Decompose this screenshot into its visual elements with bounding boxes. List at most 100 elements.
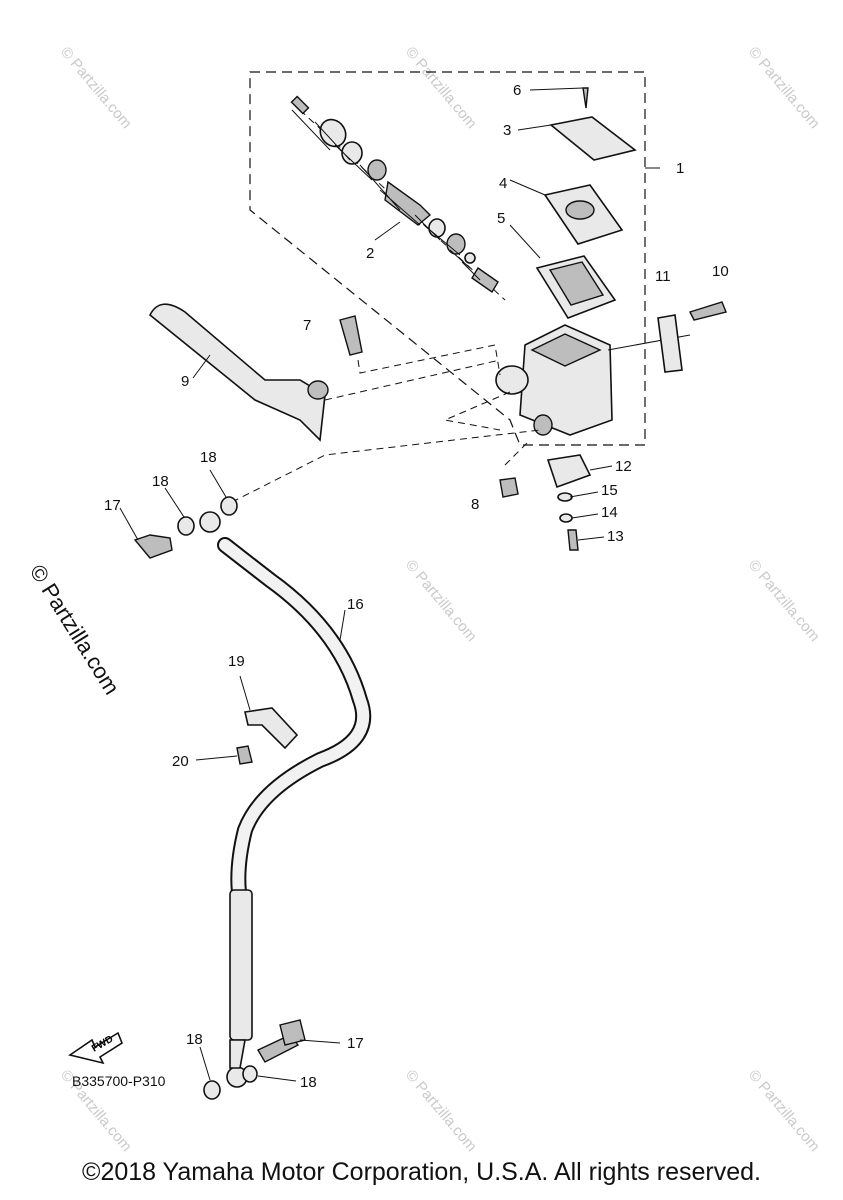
diaphragm-bellows <box>548 261 605 306</box>
pivot-bolt <box>339 315 531 498</box>
lower-banjo <box>199 1019 341 1100</box>
callout-15: 15 <box>601 482 618 499</box>
pivot-boss <box>533 414 553 436</box>
piston-kit <box>290 95 506 301</box>
crush-washer <box>242 1065 258 1083</box>
upper-banjo-eye <box>199 511 221 533</box>
callout-labels: 6 3 1 4 5 2 10 11 7 9 18 12 18 15 8 17 1… <box>104 82 729 1091</box>
clamp <box>657 314 683 373</box>
circlip <box>341 141 363 165</box>
callout-9: 9 <box>181 373 189 390</box>
callout-7: 7 <box>303 317 311 334</box>
brake-lever <box>148 303 501 442</box>
callout-3: 3 <box>503 122 511 139</box>
callout-17b: 17 <box>347 1035 364 1052</box>
callout-1: 1 <box>676 160 684 177</box>
axis-line <box>299 109 506 301</box>
brake-switch <box>546 454 613 551</box>
banjo-leaders <box>119 469 227 541</box>
watermark-text: © Partzilla.com <box>402 1067 480 1155</box>
return-spring <box>471 266 499 294</box>
reservoir-cap <box>549 116 637 161</box>
seal-ring <box>367 159 387 181</box>
assembly-boundary <box>249 71 646 446</box>
cap-screw <box>582 87 589 109</box>
watermark-text: © Partzilla.com <box>745 1067 823 1155</box>
callout-2: 2 <box>366 245 374 262</box>
guide-lines <box>291 109 481 281</box>
guide-bolt <box>236 745 253 765</box>
reservoir-opening <box>530 333 602 367</box>
callout-18d: 18 <box>300 1074 317 1091</box>
callout-18c: 18 <box>186 1031 203 1048</box>
callout-4: 4 <box>499 175 507 192</box>
callout-17a: 17 <box>104 497 121 514</box>
reservoir-cap-stack <box>509 87 660 319</box>
washer <box>557 492 573 502</box>
watermark-text: © Partzilla.com <box>745 44 823 132</box>
callout-13: 13 <box>607 528 624 545</box>
clamp-bolt <box>689 301 727 321</box>
leader-lines <box>509 87 660 259</box>
master-cylinder-body <box>495 324 691 436</box>
callout-16: 16 <box>347 596 364 613</box>
lever-guide <box>324 359 501 401</box>
lower-neck <box>229 1039 246 1069</box>
handlebar-clamp <box>657 301 727 373</box>
watermark-text: © Partzilla.com <box>402 44 480 132</box>
callout-20: 20 <box>172 753 189 770</box>
hose-guide <box>195 675 299 765</box>
callout-6: 6 <box>513 82 521 99</box>
lower-hose-fitting <box>229 889 253 1041</box>
switch-leaders <box>569 465 613 541</box>
guide-leaders <box>195 675 251 761</box>
nut-guide <box>504 439 531 466</box>
banjo-bolt <box>133 534 173 559</box>
watermark-layer: © Partzilla.com © Partzilla.com © Partzi… <box>57 44 823 1155</box>
callout-8: 8 <box>471 496 479 513</box>
callout-11: 11 <box>655 268 671 285</box>
lever-pivot <box>307 380 329 400</box>
callout-19: 19 <box>228 653 245 670</box>
callout-14: 14 <box>601 504 618 521</box>
lower-bolt-head <box>279 1019 306 1046</box>
crush-washer <box>203 1080 221 1100</box>
spring-seat <box>464 252 476 264</box>
watermark-text: © Partzilla.com <box>402 557 480 645</box>
watermark-text: © Partzilla.com <box>57 44 135 132</box>
piston <box>384 180 432 226</box>
watermark-text: © Partzilla.com <box>745 557 823 645</box>
fwd-arrow: FWD <box>68 1031 123 1065</box>
bolt-guide <box>357 344 511 431</box>
crush-washer <box>220 496 238 516</box>
leader-9 <box>192 354 211 379</box>
callout-18b: 18 <box>152 473 169 490</box>
callout-18a: 18 <box>200 449 217 466</box>
upper-banjo <box>119 429 541 559</box>
lower-leaders <box>199 1039 341 1082</box>
hose-inner <box>219 539 370 906</box>
banjo-guide <box>231 429 541 503</box>
lever-mount <box>495 365 529 395</box>
pushrod-tip <box>290 95 310 115</box>
pivot-bolt-shape <box>339 315 363 356</box>
leader-16 <box>339 609 346 641</box>
diagram-code: B335700-P310 <box>72 1073 166 1089</box>
copyright-footer: ©2018 Yamaha Motor Corporation, U.S.A. A… <box>82 1158 761 1186</box>
crush-washer <box>177 516 195 536</box>
brake-hose <box>199 511 372 1088</box>
callout-12: 12 <box>615 458 632 475</box>
fwd-arrow-icon <box>68 1031 123 1065</box>
switch-body <box>546 454 592 489</box>
plate-boss <box>565 200 595 220</box>
dust-boot <box>319 118 347 148</box>
leader-2 <box>374 221 401 241</box>
o-ring <box>428 218 446 238</box>
nut <box>499 477 519 498</box>
callout-10: 10 <box>712 263 729 280</box>
callout-5: 5 <box>497 210 505 227</box>
guide-clamp <box>244 707 299 750</box>
switch-screw <box>567 529 579 551</box>
cup-seal <box>446 233 466 255</box>
